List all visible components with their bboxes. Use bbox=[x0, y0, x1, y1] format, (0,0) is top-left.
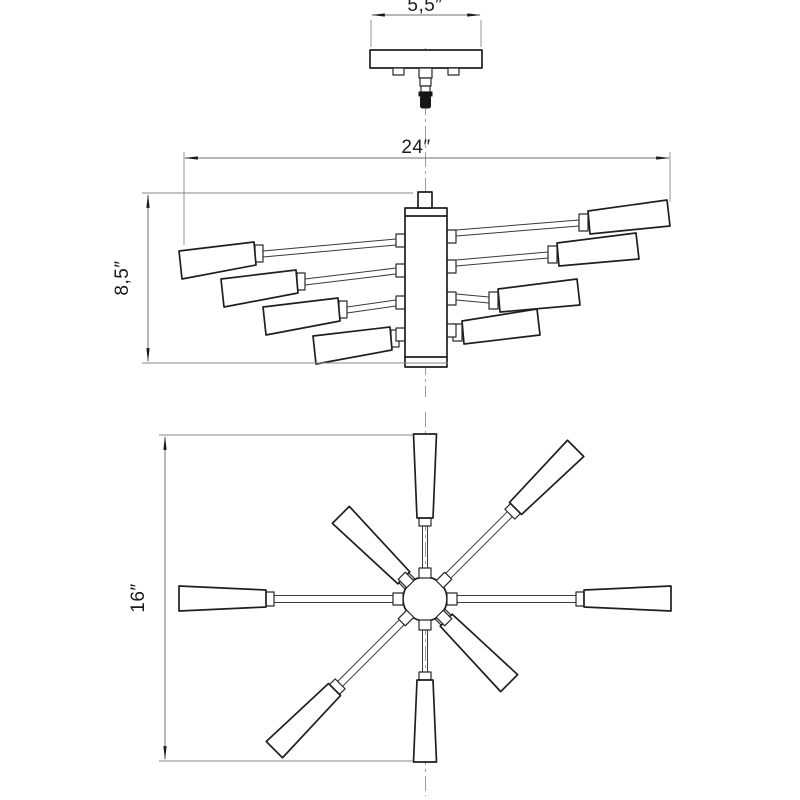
ferrule bbox=[418, 517, 432, 527]
lamp-holder-right-4 bbox=[461, 308, 541, 345]
threaded-nipple-collar bbox=[418, 91, 433, 97]
lamp-holder-left-1 bbox=[178, 241, 257, 280]
plan-arm-northeast bbox=[441, 439, 585, 583]
side-view-arm-rods bbox=[262, 219, 580, 314]
arm-socket bbox=[446, 291, 457, 306]
ferrule bbox=[578, 213, 589, 232]
body-column bbox=[404, 207, 448, 368]
arm-socket bbox=[395, 233, 406, 248]
side-view-left-arms bbox=[178, 241, 400, 365]
dimension-overall-width: 24″ bbox=[183, 137, 671, 245]
arm-socket bbox=[395, 263, 406, 278]
hub-socket-northeast bbox=[435, 571, 453, 589]
hub-socket-east bbox=[446, 592, 458, 606]
plan-arm-south bbox=[412, 630, 438, 763]
plan-arm-west bbox=[178, 585, 393, 612]
lamp-holder-right-2 bbox=[556, 232, 640, 267]
dimension-label-overall-depth: 16″ bbox=[128, 583, 149, 612]
dimension-label-canopy-width: 5,5″ bbox=[407, 0, 442, 16]
hub-socket-north bbox=[418, 567, 432, 579]
side-view-right-arms bbox=[452, 199, 671, 345]
ferrule bbox=[575, 591, 585, 607]
arm-socket bbox=[395, 327, 406, 342]
canopy-stem-upper bbox=[418, 67, 433, 79]
threaded-nipple bbox=[420, 95, 431, 109]
lamp-holder-east bbox=[583, 585, 672, 612]
canopy-screw-left bbox=[392, 67, 405, 76]
hub-socket-southeast bbox=[435, 609, 453, 627]
lamp-holder-north bbox=[412, 433, 438, 519]
ferrule bbox=[547, 245, 558, 264]
plan-arm-southwest bbox=[265, 615, 409, 759]
lamp-holder-left-3 bbox=[262, 297, 341, 336]
plan-view-fixture bbox=[178, 433, 672, 763]
ferrule bbox=[265, 591, 275, 607]
hub-socket-west bbox=[392, 592, 404, 606]
lamp-holder-northwest bbox=[331, 505, 411, 585]
canopy-plate bbox=[369, 49, 483, 69]
dimension-canopy-width: 5,5″ bbox=[370, 0, 482, 47]
canopy-stem-mid bbox=[419, 77, 432, 87]
lamp-holder-southwest bbox=[265, 682, 342, 759]
lamp-holder-right-1 bbox=[587, 199, 671, 235]
ferrule bbox=[488, 291, 499, 310]
lamp-holder-south bbox=[412, 679, 438, 763]
lamp-holder-northeast bbox=[508, 439, 585, 516]
arm-socket bbox=[446, 323, 457, 338]
lamp-holder-right-3 bbox=[497, 278, 581, 313]
lamp-holder-southeast bbox=[439, 613, 519, 693]
hub-socket-south bbox=[418, 619, 432, 631]
lamp-holder-left-4 bbox=[312, 326, 393, 365]
body-stem bbox=[417, 191, 433, 209]
side-view-central-body bbox=[395, 191, 457, 368]
hub-socket-northwest bbox=[397, 571, 415, 589]
lamp-holder-left-2 bbox=[220, 269, 299, 308]
arm-socket bbox=[446, 259, 457, 274]
plan-arm-north bbox=[412, 433, 438, 568]
arm-socket bbox=[395, 295, 406, 310]
dimension-label-overall-width: 24″ bbox=[401, 137, 430, 158]
lamp-holder-west bbox=[178, 585, 267, 612]
ferrule bbox=[418, 671, 432, 681]
plan-central-hub bbox=[392, 567, 458, 631]
hub-socket-southwest bbox=[397, 609, 415, 627]
side-view-fixture bbox=[178, 191, 671, 368]
canopy-screw-right bbox=[447, 67, 460, 76]
canopy-stem-lower bbox=[420, 85, 431, 93]
plan-arm-east bbox=[457, 585, 672, 612]
dimension-overall-depth: 16″ bbox=[128, 434, 413, 762]
dimension-overall-height: 8,5″ bbox=[112, 192, 448, 364]
top-view-canopy bbox=[369, 49, 483, 109]
arm-socket bbox=[446, 229, 457, 244]
dimension-label-overall-height: 8,5″ bbox=[112, 260, 133, 295]
